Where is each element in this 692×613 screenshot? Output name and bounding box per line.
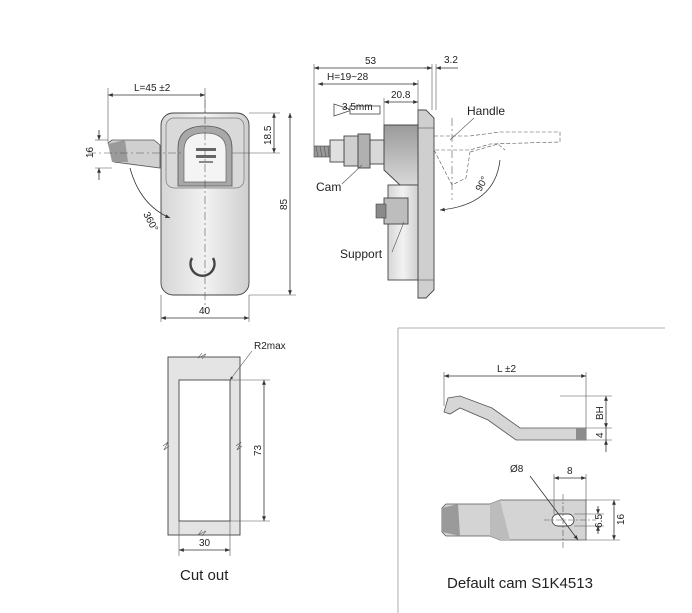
- dim-width: 40: [199, 306, 211, 317]
- dim-travel: 3.5mm: [342, 102, 373, 113]
- label-support: Support: [340, 247, 383, 261]
- default-cam-caption: Default cam S1K4513: [447, 575, 593, 592]
- shackle-ring: [189, 257, 216, 278]
- mounting-plate: [417, 109, 435, 299]
- dim-length: L=45 ±2: [134, 83, 171, 94]
- dim-rotation: 360°: [140, 210, 159, 233]
- side-view: 90° 3.5mm 53 3.2 H=19~28 20.8 Handle Cam…: [313, 55, 561, 299]
- dim-body: 20.8: [391, 90, 411, 101]
- dim-handle: 18.5: [263, 125, 274, 145]
- dim-cam-width: 16: [616, 513, 627, 525]
- dim-cam-slot: 6.5: [594, 514, 605, 528]
- dim-cutout-height: 73: [253, 444, 264, 456]
- dim-cutout-radius: R2max: [254, 341, 286, 352]
- side-cam: [369, 139, 385, 165]
- dim-height: 85: [279, 198, 290, 210]
- dim-range: H=19~28: [327, 72, 369, 83]
- cutout-caption: Cut out: [180, 567, 229, 584]
- dim-angle: 90°: [474, 175, 491, 194]
- dim-cam-length: L ±2: [497, 364, 516, 375]
- dim-cam-hole: Ø8: [510, 464, 524, 475]
- default-cam-panel: L ±2 BH 4 Ø8 8 6.5 16 Def: [397, 327, 665, 613]
- dim-total: 53: [365, 56, 377, 67]
- label-handle: Handle: [467, 104, 505, 118]
- dim-plate: 3.2: [444, 55, 458, 66]
- handle-outline: [433, 131, 561, 151]
- support-block: [383, 197, 409, 225]
- dim-cam-height: 16: [85, 146, 96, 158]
- cam-profile: [443, 395, 587, 441]
- cutout-view: R2max 73 30 Cut out: [162, 341, 286, 584]
- label-cam: Cam: [316, 180, 341, 194]
- cutout-hole: [178, 379, 231, 522]
- dim-cam-hole-offset: 8: [567, 466, 573, 477]
- housing: [383, 124, 419, 186]
- dim-cutout-width: 30: [199, 538, 211, 549]
- front-view: 360° L=45 ±2 16 18.5 85 40: [85, 83, 296, 322]
- dim-cam-bh: BH: [595, 406, 606, 420]
- dim-cam-thickness: 4: [595, 432, 606, 438]
